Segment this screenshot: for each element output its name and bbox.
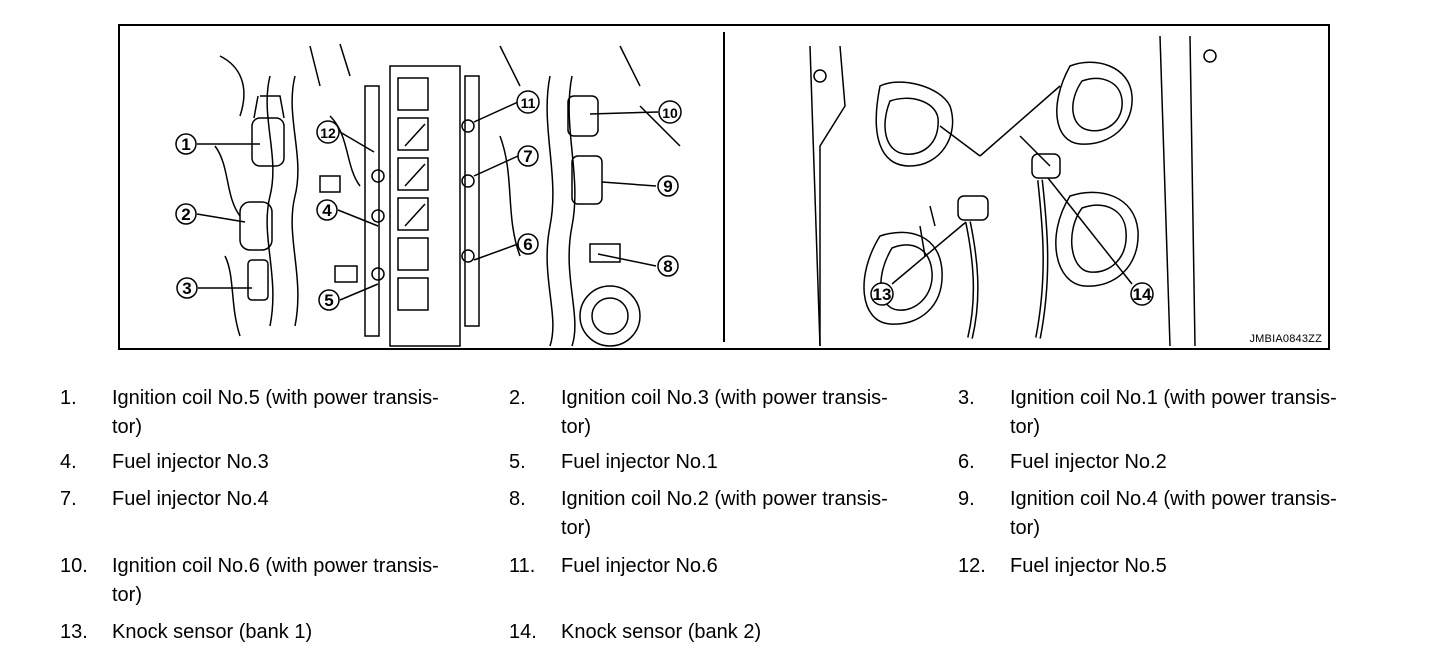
legend-text: Fuel injector No.2 [1010,451,1167,473]
legend-number: 9. [958,488,975,510]
legend-number: 11. [509,555,536,577]
legend-number: 7. [60,488,77,510]
legend-text: Ignition coil No.6 (with power transis- … [112,555,439,606]
legend-text: Knock sensor (bank 2) [561,621,762,643]
callout-12: 12 [320,125,336,141]
callout-13: 13 [873,285,892,304]
legend-text: Fuel injector No.4 [112,488,269,510]
callout-14: 14 [1133,285,1152,304]
engine-line-drawing: 1 2 3 4 5 6 7 8 9 10 11 12 [175,32,1217,347]
legend-text: Fuel injector No.1 [561,451,718,473]
right-callout-labels: 13 14 [873,285,1152,304]
figure-code: JMBIA0843ZZ [1249,333,1322,345]
callout-7: 7 [523,147,532,166]
engine-diagram-figure: 1 2 3 4 5 6 7 8 9 10 11 12 [118,24,1330,350]
callout-1: 1 [181,135,190,154]
callout-9: 9 [663,177,672,196]
callout-11: 11 [521,95,536,111]
left-panel-drawing [214,43,681,347]
right-callouts [870,177,1154,306]
legend-number: 1. [60,387,77,409]
legend-text: Knock sensor (bank 1) [112,621,313,643]
callout-3: 3 [182,279,191,298]
callout-10: 10 [662,105,678,121]
legend-text: Ignition coil No.5 (with power transis- … [112,387,439,438]
legend-text: Fuel injector No.3 [112,451,269,473]
callout-2: 2 [181,205,190,224]
callout-6: 6 [523,235,532,254]
callout-4: 4 [322,201,332,220]
legend-number: 6. [958,451,975,473]
legend-number: 8. [509,488,526,510]
callout-8: 8 [663,257,672,276]
legend-number: 10. [60,555,88,577]
parts-legend: 1. Ignition coil No.5 (with power transi… [0,380,1456,656]
legend-number: 4. [60,451,77,473]
left-callouts [175,90,682,311]
legend-text: Ignition coil No.4 (with power transis- … [1010,488,1337,539]
legend-number: 2. [509,387,526,409]
legend-text: Ignition coil No.1 (with power transis- … [1010,387,1337,438]
legend-text: Fuel injector No.5 [1010,555,1167,577]
legend-text: Fuel injector No.6 [561,555,718,577]
legend-number: 12. [958,555,986,577]
legend-number: 14. [509,621,537,643]
left-callout-labels: 1 2 3 4 5 6 7 8 9 10 11 12 [181,95,678,310]
legend-number: 5. [509,451,526,473]
legend-number: 3. [958,387,975,409]
legend-text: Ignition coil No.3 (with power transis- … [561,387,888,438]
legend-text: Ignition coil No.2 (with power transis- … [561,488,888,539]
legend-number: 13. [60,621,88,643]
callout-5: 5 [324,291,333,310]
right-panel-drawing [809,35,1217,347]
